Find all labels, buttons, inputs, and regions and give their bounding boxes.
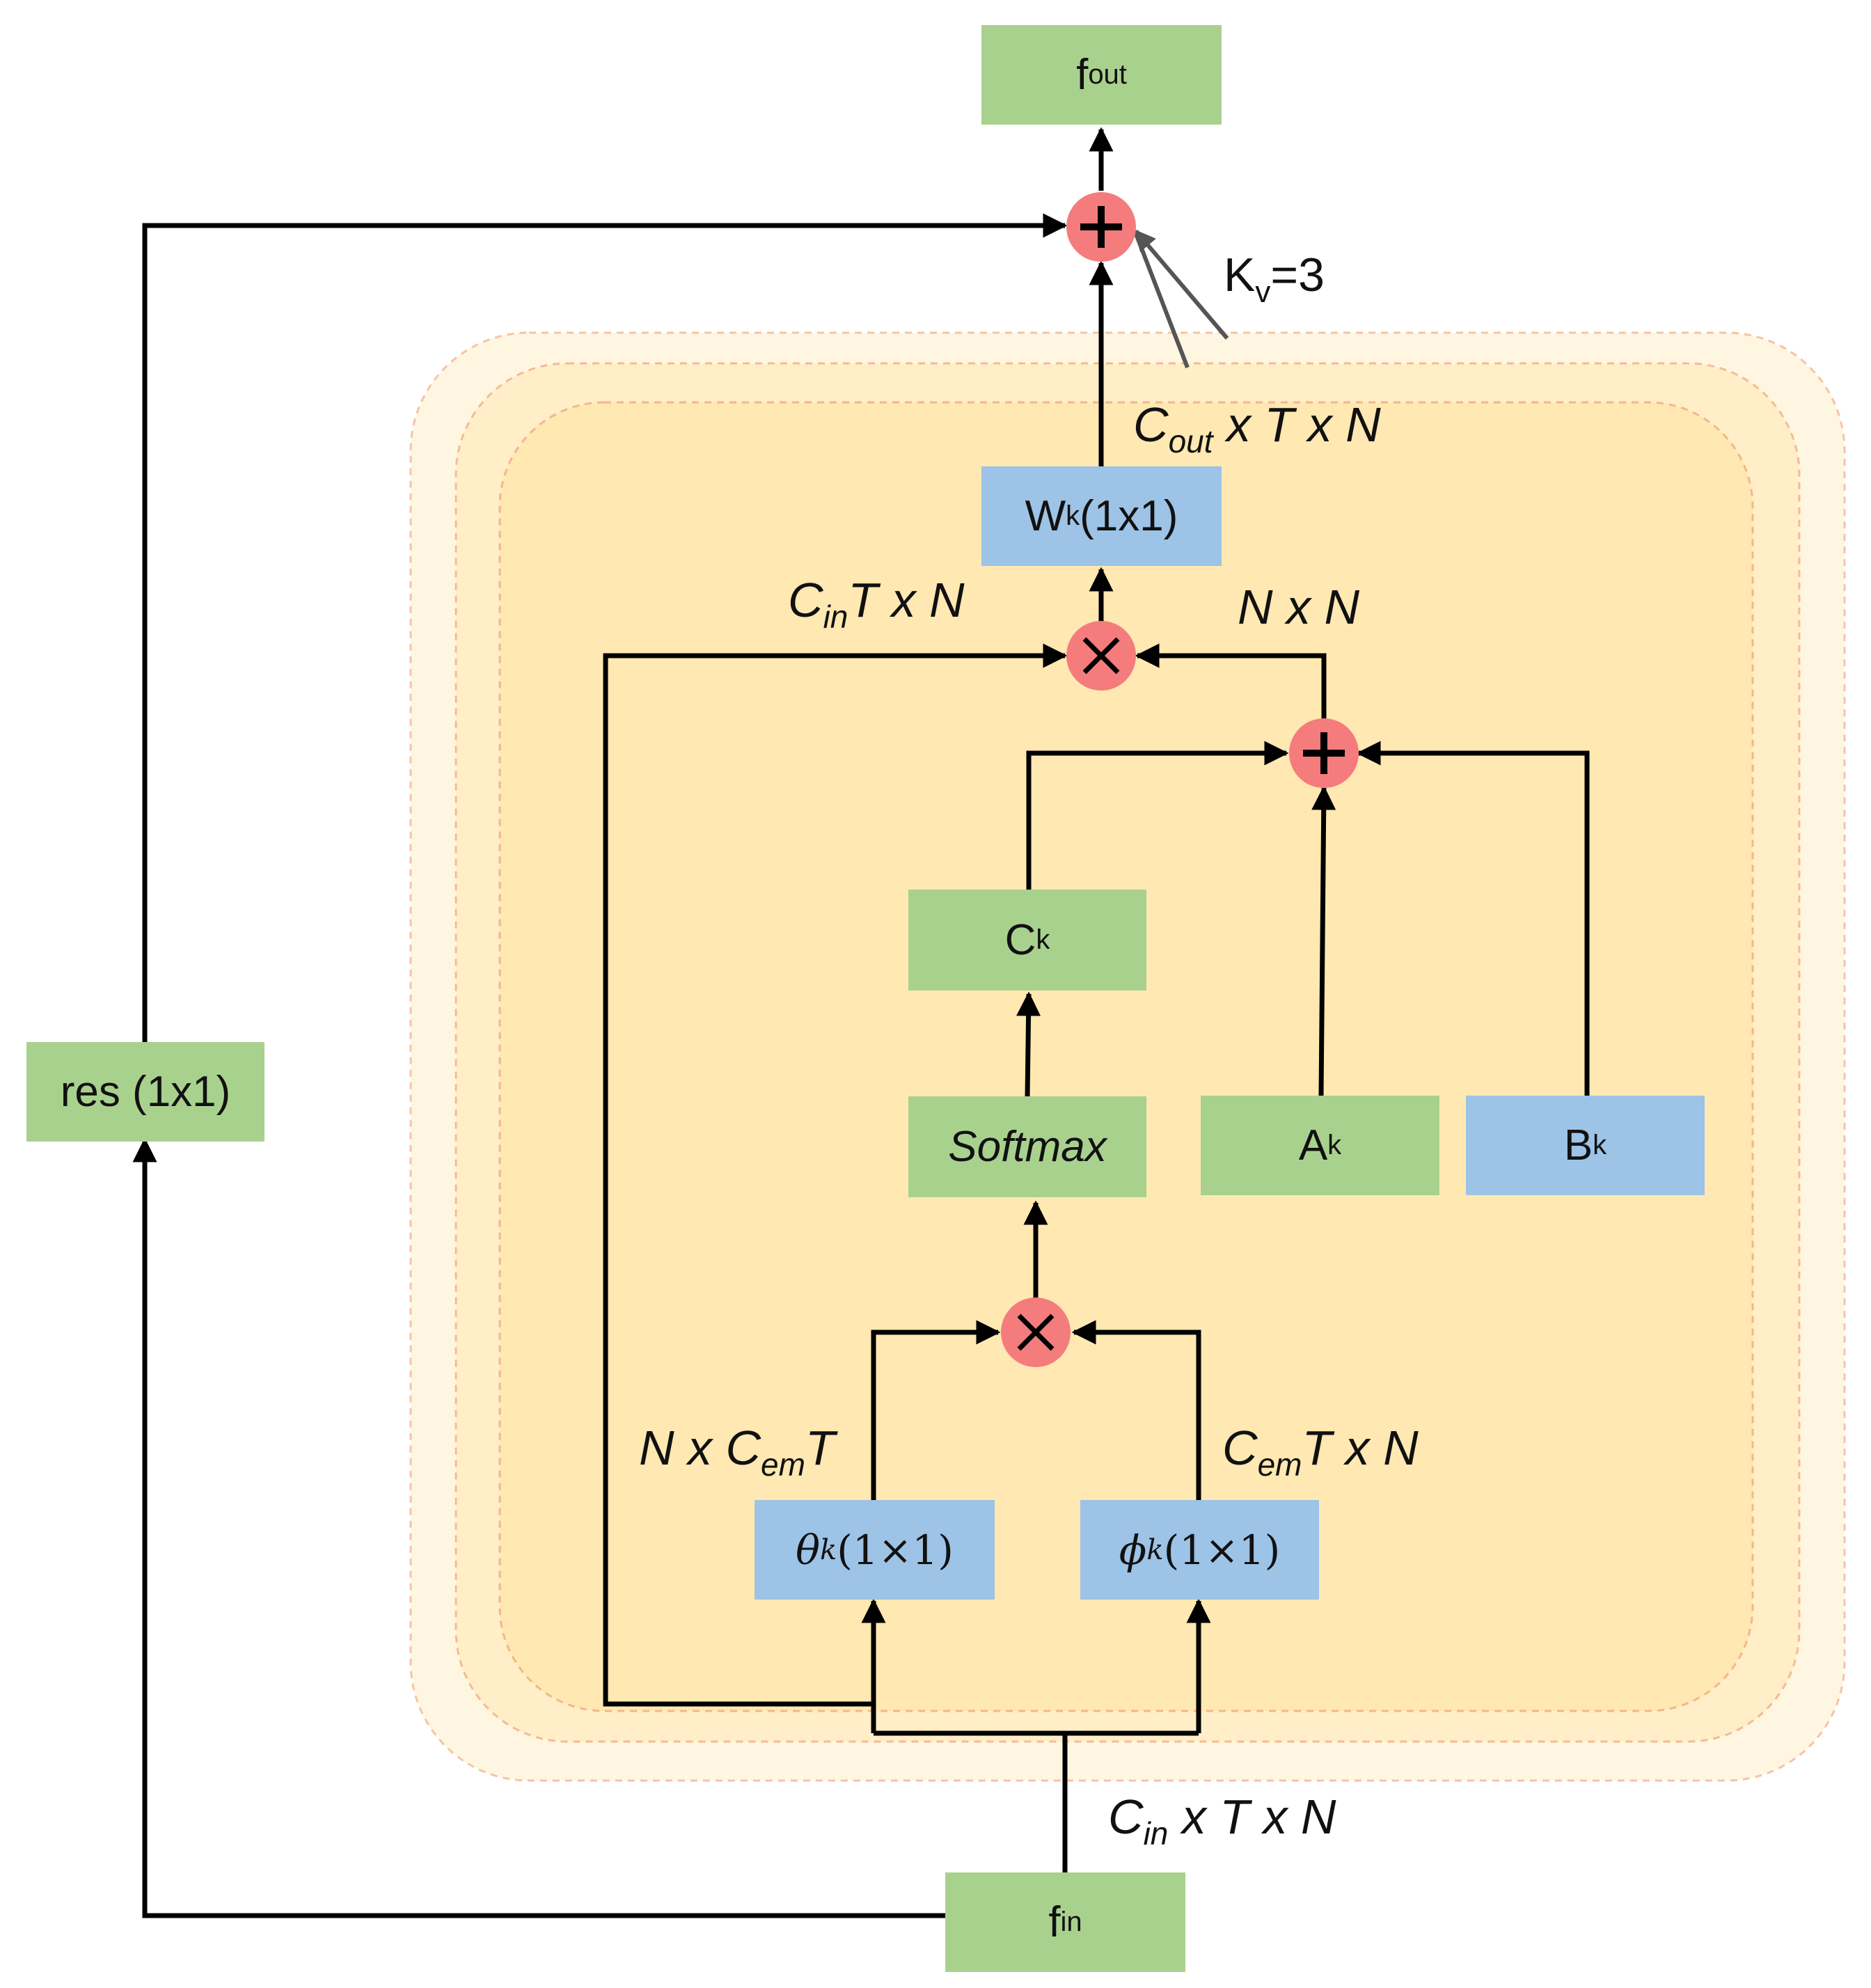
cem-t-n-rest: T x N: [1302, 1421, 1419, 1475]
c-k-base: C: [1004, 916, 1036, 964]
edge-phi-to-mul: [1071, 1320, 1201, 1500]
phi-k-sub-text: k: [1146, 1533, 1164, 1566]
n-n-text: N x N: [1238, 580, 1359, 634]
theta-k-sub-text: k: [820, 1533, 837, 1566]
cin-input-label: Cin x T x N: [1108, 1789, 1336, 1852]
theta-k-sub: k: [820, 1534, 837, 1566]
kv-label: Kv=3: [1224, 248, 1325, 310]
cin-t-n-base: C: [788, 573, 823, 627]
edge-theta-to-mul: [871, 1320, 1001, 1500]
cout-sub: out: [1168, 423, 1213, 459]
f-in-base: f: [1048, 1898, 1061, 1946]
add-node-top: [1066, 192, 1136, 262]
phi-k-symbol: ϕ: [1119, 1526, 1147, 1574]
kv-rest: =3: [1270, 248, 1325, 301]
edge-bk-to-add: [1356, 741, 1590, 1096]
w-k-base: W: [1025, 492, 1066, 540]
multiply-node-top: [1066, 621, 1136, 691]
kv-pointer-line-2: [1134, 232, 1190, 369]
layer-stack-front: [498, 401, 1754, 1712]
edge-res-to-add-top: [142, 213, 1068, 1042]
f-out-sub: out: [1088, 59, 1127, 90]
res-label: res (1x1): [60, 1068, 231, 1116]
b-k-base: B: [1563, 1121, 1593, 1169]
b-k-sub: k: [1593, 1130, 1607, 1160]
cout-base: C: [1133, 397, 1169, 452]
cin-input-sub: in: [1143, 1815, 1169, 1852]
f-in-sub: in: [1060, 1907, 1082, 1937]
multiply-node-bottom: [1001, 1297, 1071, 1367]
edge-input-to-mul-top: [603, 643, 1068, 1707]
c-k-sub: k: [1036, 924, 1050, 955]
cin-input-rest: x T x N: [1168, 1790, 1336, 1844]
cem-t-n-sub: em: [1257, 1446, 1302, 1483]
kv-base: K: [1224, 248, 1256, 301]
n-cem-t-label: N x CemT: [639, 1420, 835, 1483]
cem-t-n-label: CemT x N: [1222, 1420, 1419, 1483]
a-k-sub: k: [1327, 1130, 1342, 1160]
n-n-label: N x N: [1238, 579, 1359, 635]
f-out-base: f: [1076, 51, 1089, 99]
w-k-rest: (1x1): [1080, 492, 1178, 540]
phi-k-sub: k: [1146, 1534, 1163, 1566]
cin-t-n-label: CinT x N: [788, 572, 965, 636]
softmax-label: Softmax: [948, 1123, 1107, 1171]
cin-t-n-sub: in: [823, 599, 848, 635]
edge-softmax-to-ck: [1016, 991, 1041, 1097]
cem-t-n-base: C: [1222, 1421, 1258, 1475]
a-k-base: A: [1298, 1121, 1328, 1169]
kv-pointer-line-1: [1134, 229, 1229, 340]
cout-rest: x T x N: [1213, 397, 1381, 452]
edge-ck-to-add: [1026, 741, 1289, 890]
kv-sub: v: [1255, 275, 1271, 309]
edge-fin-to-res: [132, 1137, 945, 1918]
softmax-box: Softmax: [908, 1096, 1146, 1197]
theta-k-symbol: θ: [796, 1526, 820, 1574]
cin-t-n-rest: T x N: [848, 573, 965, 627]
res-box: res (1x1): [26, 1042, 265, 1142]
phi-k-rest: (1×1): [1163, 1526, 1281, 1574]
cout-dim-label: Cout x T x N: [1133, 397, 1381, 460]
n-cem-t-rest: T: [805, 1421, 835, 1475]
edge-add-to-mul-top: [1135, 643, 1327, 720]
edge-ak-to-add: [1311, 785, 1336, 1096]
n-cem-t-pre: N x C: [639, 1421, 761, 1475]
n-cem-t-sub: em: [761, 1446, 805, 1483]
theta-k-rest: (1×1): [837, 1526, 954, 1574]
cin-input-base: C: [1108, 1790, 1144, 1844]
w-k-sub: k: [1066, 500, 1080, 531]
add-node-mid: [1289, 718, 1359, 788]
